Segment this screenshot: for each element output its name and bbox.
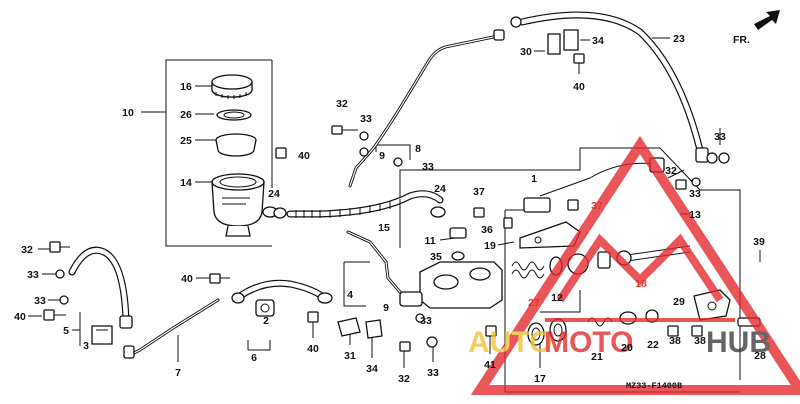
- callout-c40b: 40: [573, 81, 585, 93]
- callout-c40d: 40: [14, 311, 26, 323]
- callout-c8: 8: [415, 143, 421, 155]
- callout-c34b: 34: [366, 363, 378, 375]
- callout-c10: 10: [122, 107, 134, 119]
- callout-c22: 22: [647, 339, 659, 351]
- callout-c24b: 24: [434, 183, 446, 195]
- callout-c37b: 37: [591, 200, 603, 212]
- callout-c21: 21: [591, 351, 603, 363]
- guide-lines: [28, 37, 741, 393]
- callout-c16: 16: [180, 81, 192, 93]
- callout-c28: 28: [754, 350, 766, 362]
- callout-c7: 7: [175, 367, 181, 379]
- callout-c23: 23: [673, 33, 685, 45]
- callout-c9a: 9: [379, 150, 385, 162]
- brake-hose-left: [68, 246, 133, 329]
- callout-c9b: 9: [383, 302, 389, 314]
- callout-c26: 26: [180, 109, 192, 121]
- callout-c38a: 38: [669, 335, 681, 347]
- callout-c38b: 38: [694, 335, 706, 347]
- watermark-part1: AUTO: [468, 326, 552, 359]
- callout-c14: 14: [180, 177, 192, 189]
- callout-c32c: 32: [665, 165, 677, 177]
- callout-c34a: 34: [592, 35, 604, 47]
- callout-c13: 13: [689, 209, 701, 221]
- reservoir-cap: [211, 74, 253, 99]
- master-cylinder: [399, 261, 503, 309]
- reservoir-diaphragm: [215, 133, 257, 157]
- reservoir-plate: [216, 109, 252, 121]
- callout-c39: 39: [753, 236, 765, 248]
- callout-c24a: 24: [268, 188, 280, 200]
- watermark-part2: MOTO: [544, 326, 633, 359]
- joint-2: [255, 299, 275, 317]
- brake-pipe-4: [346, 230, 402, 294]
- watermark-part3: HUB: [706, 326, 771, 359]
- callout-c31: 31: [344, 350, 356, 362]
- callout-c40a: 40: [298, 150, 310, 162]
- callout-c29: 29: [673, 296, 685, 308]
- callout-c33c: 33: [27, 269, 39, 281]
- seal-ring-17: [527, 318, 567, 346]
- callout-c15: 15: [378, 222, 390, 234]
- callout-c33a: 33: [360, 113, 372, 125]
- bracket-31: [337, 317, 383, 339]
- clip-30: [547, 29, 579, 55]
- callout-c32a: 32: [336, 98, 348, 110]
- callout-c41: 41: [484, 359, 496, 371]
- callout-c27: 27: [528, 297, 540, 309]
- callout-c12: 12: [551, 292, 563, 304]
- callout-c32d: 32: [398, 373, 410, 385]
- callout-c6: 6: [251, 352, 257, 364]
- callout-c33e: 33: [714, 131, 726, 143]
- watermark-logo: AUTO MOTO HUB: [468, 135, 800, 395]
- callout-c19: 19: [484, 240, 496, 252]
- brake-pipe-8: [348, 29, 505, 188]
- callout-c35: 35: [430, 251, 442, 263]
- clip-3: [91, 325, 113, 345]
- callout-c32b: 32: [21, 244, 33, 256]
- callout-c30: 30: [520, 46, 532, 58]
- callout-c33b: 33: [422, 161, 434, 173]
- brake-hose-6: [231, 279, 333, 304]
- front-direction-label: FR.: [733, 34, 750, 46]
- callout-c33f: 33: [689, 188, 701, 200]
- callout-c25: 25: [180, 135, 192, 147]
- callout-c33g: 33: [420, 315, 432, 327]
- callout-c5: 5: [63, 325, 69, 337]
- callout-c33d: 33: [34, 295, 46, 307]
- diagram-code: MZ33-F1400B: [626, 381, 682, 391]
- brake-hose-23: [510, 11, 709, 163]
- hose-clip-left: [262, 206, 287, 219]
- hose-clip-right: [430, 206, 446, 218]
- callout-c11: 11: [424, 235, 435, 247]
- callout-c20: 20: [621, 342, 633, 354]
- callout-labels: 1234567899101112131415161718192021222324…: [14, 33, 766, 385]
- callout-c40e: 40: [307, 343, 319, 355]
- brake-pipe-7: [123, 298, 220, 359]
- callout-c18: 18: [635, 278, 647, 290]
- callout-c4: 4: [347, 289, 353, 301]
- callout-c17: 17: [534, 373, 546, 385]
- bolts: [43, 53, 761, 352]
- callout-c33h: 33: [427, 367, 439, 379]
- callout-c2: 2: [263, 315, 269, 327]
- callout-c40c: 40: [181, 273, 193, 285]
- reservoir-hose: [286, 190, 444, 218]
- reservoir-tank: [211, 173, 265, 237]
- callout-c3: 3: [83, 340, 89, 352]
- callout-c37a: 37: [473, 186, 485, 198]
- callout-c1: 1: [531, 173, 537, 185]
- callout-c36: 36: [481, 224, 493, 236]
- front-direction-arrow-icon: [754, 10, 780, 30]
